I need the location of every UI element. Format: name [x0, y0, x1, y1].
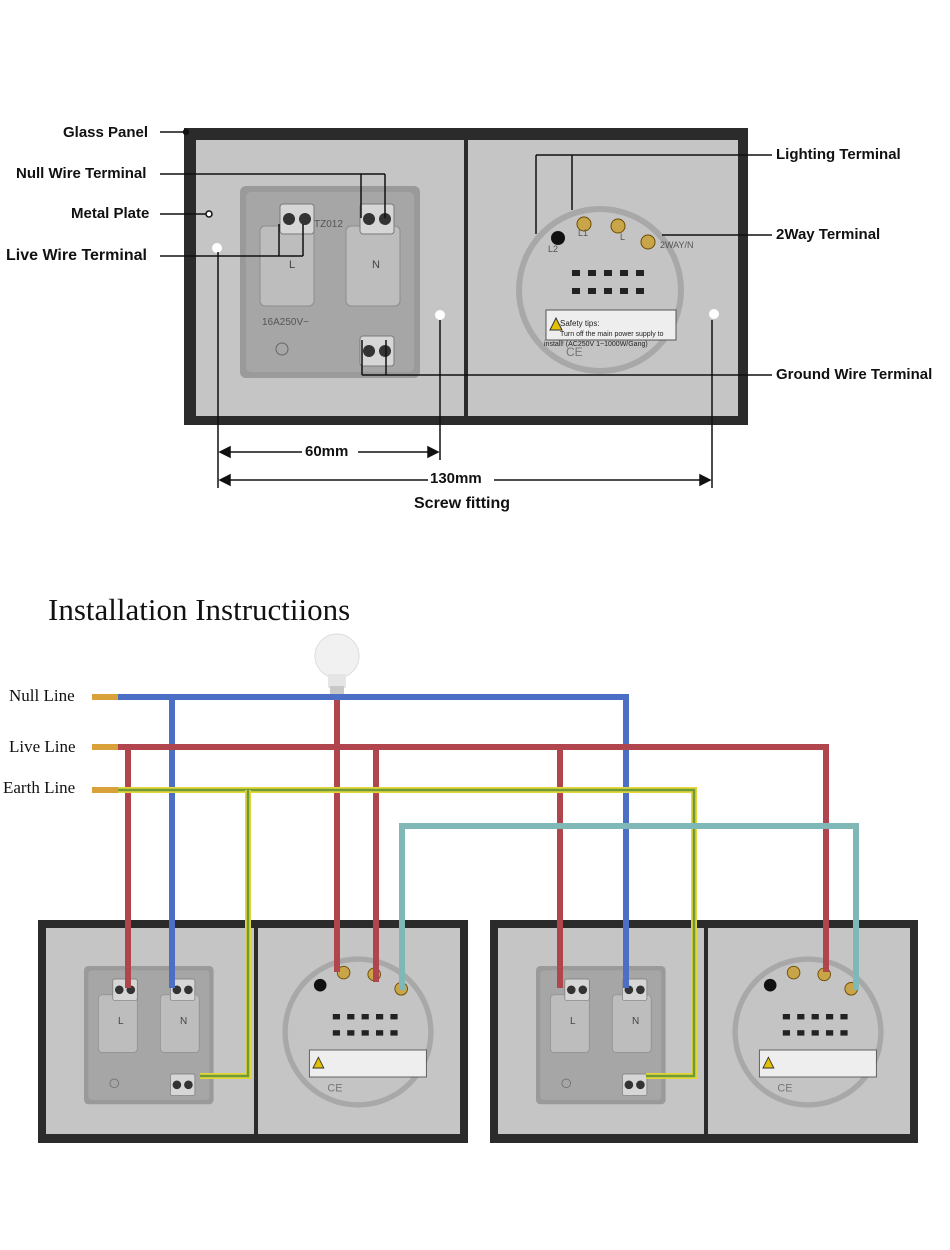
- safety-title-text: Safety tips:: [560, 319, 600, 328]
- dimension-130mm: 130mm: [430, 470, 482, 487]
- socket-model-text: TZ012: [314, 219, 343, 230]
- switch-terminal-4-text: 2WAY/N: [660, 240, 694, 250]
- dimension-lines: [217, 252, 713, 488]
- top-socket-module: [239, 185, 421, 379]
- light-bulb: [314, 633, 360, 698]
- glass-panel-label: Glass Panel: [63, 124, 149, 141]
- two-way-wire: [399, 823, 859, 990]
- installation-title: Installation Instructiions: [48, 592, 351, 627]
- bottom-right-socket-module: [535, 965, 666, 1105]
- bottom-left-socket-module: [83, 965, 214, 1105]
- wires: [118, 694, 859, 1079]
- dimension-60mm: 60mm: [305, 443, 349, 460]
- screw-fitting-caption: Screw fitting: [414, 495, 511, 512]
- safety-line1-text: Turn off the main power supply to: [560, 331, 664, 338]
- bottom-left-socket-n-text: N: [180, 1016, 187, 1027]
- metal-plate-label: Metal Plate: [71, 205, 150, 222]
- bottom-left-switch-module: [281, 955, 435, 1109]
- earth-line-label: Earth Line: [3, 778, 76, 797]
- live-wire-terminal-label: Live Wire Terminal: [6, 247, 147, 264]
- switch-terminal-3-text: L: [620, 232, 625, 242]
- bottom-right-switch-module: [731, 955, 885, 1109]
- ground-wire-terminal-label: Ground Wire Terminal: [776, 366, 933, 383]
- top-switch-module: [515, 205, 685, 375]
- switch-terminal-1-text: L2: [548, 244, 558, 254]
- live-wire-main: [118, 744, 829, 972]
- null-line-label: Null Line: [9, 686, 75, 705]
- top-pointer-lines: [160, 128, 772, 376]
- safety-line2-text: install! (AC250V 1~1000W/Gang): [544, 341, 648, 348]
- lighting-terminal-label: Lighting Terminal: [776, 146, 901, 163]
- bottom-left-socket-l-text: L: [118, 1016, 124, 1027]
- socket-rating-text: 16A250V~: [262, 317, 309, 328]
- socket-right-pin-text: N: [372, 259, 380, 271]
- switch-terminal-2-text: L1: [578, 228, 588, 238]
- null-wire-terminal-label: Null Wire Terminal: [16, 165, 147, 182]
- two-way-terminal-label: 2Way Terminal: [776, 226, 881, 243]
- bottom-right-socket-n-text: N: [632, 1016, 639, 1027]
- socket-left-pin-text: L: [289, 259, 295, 271]
- wire-tips: [92, 694, 118, 793]
- null-wire-main: [118, 694, 629, 988]
- bottom-right-socket-l-text: L: [570, 1016, 576, 1027]
- live-line-label: Live Line: [9, 737, 76, 756]
